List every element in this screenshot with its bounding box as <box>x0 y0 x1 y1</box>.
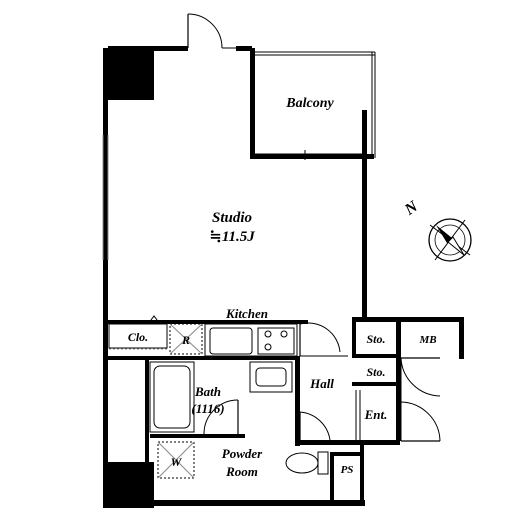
kitchen-counter <box>204 323 298 357</box>
balcony-label: Balcony <box>285 96 334 111</box>
entrance-label: Ent. <box>364 407 388 422</box>
column-top-left <box>108 48 154 100</box>
left-window <box>102 135 109 260</box>
bath-door[interactable] <box>203 399 239 435</box>
entrance-front-door[interactable] <box>400 357 441 442</box>
balcony-sliding-door[interactable] <box>255 150 362 160</box>
entrance-step <box>355 390 361 440</box>
kitchen-label: Kitchen <box>225 306 268 321</box>
meter-box-label: MB <box>418 334 436 346</box>
closet-label: Clo. <box>128 330 148 344</box>
refrigerator-space <box>169 323 203 355</box>
compass-icon <box>428 218 472 262</box>
kitchen-sink <box>209 327 253 355</box>
compass-north-label: N <box>401 197 422 219</box>
storage-upper-label: Sto. <box>366 332 385 346</box>
walls <box>103 46 464 508</box>
washer-label: W <box>171 455 183 469</box>
studio-area-label: ≒11.5J <box>209 229 255 245</box>
closet <box>108 315 168 350</box>
balcony-railing <box>252 51 376 158</box>
powder-room-label-line2: Room <box>225 464 258 479</box>
bath-size-label: (1116) <box>191 401 224 416</box>
storage-lower-label: Sto. <box>366 365 385 379</box>
studio-label: Studio <box>212 210 252 226</box>
bath-label: Bath <box>194 384 221 399</box>
bathtub <box>149 361 195 433</box>
kitchen-stove <box>257 327 295 355</box>
powder-room-door[interactable] <box>299 411 331 445</box>
refrigerator-label: R <box>181 333 190 347</box>
toilet <box>285 451 329 475</box>
washbasin <box>249 361 293 393</box>
hall-door[interactable] <box>299 322 348 357</box>
powder-room-label-line1: Powder <box>222 446 263 461</box>
hall-label: Hall <box>309 376 334 391</box>
top-swing-door[interactable] <box>187 13 236 49</box>
pipe-space-label: PS <box>341 464 354 476</box>
washer-space <box>157 441 195 479</box>
